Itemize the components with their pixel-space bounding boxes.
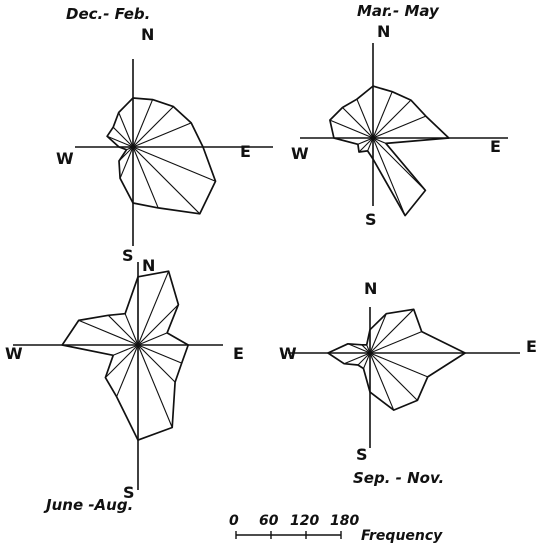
spoke-ssw bbox=[116, 344, 139, 397]
compass-e-label: E bbox=[490, 137, 501, 156]
spoke-ese bbox=[372, 137, 387, 144]
rose-mar-may: N E S W bbox=[291, 22, 508, 229]
compass-w-label: W bbox=[279, 344, 297, 363]
scale-tick-label-180: 180 bbox=[330, 513, 359, 529]
spoke-ne bbox=[369, 308, 415, 354]
spoke-wsw bbox=[112, 344, 139, 356]
spoke-se bbox=[372, 137, 426, 191]
spoke-ene bbox=[372, 115, 427, 139]
spoke-ssw bbox=[362, 352, 371, 369]
spoke-ese bbox=[369, 352, 428, 378]
spoke-sw bbox=[105, 344, 139, 378]
spoke-se bbox=[137, 344, 176, 383]
compass-w-label: W bbox=[56, 149, 74, 168]
title-dec-feb: Dec.- Feb. bbox=[66, 5, 150, 23]
spoke-ne bbox=[137, 304, 179, 346]
spoke-nne bbox=[132, 99, 154, 148]
title-june-aug: June -Aug. bbox=[43, 496, 133, 514]
spoke-nnw bbox=[356, 98, 374, 139]
spoke-ese bbox=[137, 344, 182, 364]
scale-tick-label-120: 120 bbox=[290, 513, 319, 529]
spoke-se bbox=[132, 146, 201, 215]
spoke-sse bbox=[369, 352, 395, 411]
spoke-ne bbox=[132, 106, 174, 148]
spoke-ene bbox=[132, 122, 192, 148]
compass-s-label: S bbox=[365, 210, 377, 229]
spoke-wnw bbox=[106, 135, 134, 148]
spoke-ne bbox=[372, 99, 412, 139]
title-mar-may: Mar.- May bbox=[357, 2, 440, 20]
compass-s-label: S bbox=[122, 246, 134, 265]
spoke-sw bbox=[357, 352, 371, 366]
compass-e-label: E bbox=[240, 142, 251, 161]
spoke-ese bbox=[132, 146, 216, 182]
spoke-wsw bbox=[357, 137, 374, 145]
rose-outline bbox=[61, 270, 190, 441]
compass-e-label: E bbox=[526, 337, 537, 356]
compass-n-label: N bbox=[364, 279, 377, 298]
compass-w-label: W bbox=[5, 344, 23, 363]
compass-s-label: S bbox=[356, 445, 368, 464]
spoke-se bbox=[369, 352, 418, 401]
spoke-nw bbox=[342, 107, 374, 139]
spoke-ssw bbox=[367, 137, 374, 152]
rose-outline bbox=[106, 97, 217, 215]
title-sep-nov: Sep. - Nov. bbox=[353, 469, 444, 487]
rose-spokes bbox=[62, 270, 189, 441]
frequency-scale: 0 60 120 180 Frequency bbox=[229, 513, 443, 544]
rose-spokes bbox=[328, 308, 466, 411]
scale-tick-label-60: 60 bbox=[259, 513, 279, 529]
spoke-nne bbox=[369, 313, 387, 354]
spoke-nw bbox=[112, 126, 134, 148]
scale-axis-label: Frequency bbox=[361, 528, 443, 544]
rose-outline bbox=[327, 308, 466, 411]
spoke-nnw bbox=[124, 313, 139, 346]
spoke-sse bbox=[132, 146, 159, 209]
spoke-sw bbox=[358, 137, 374, 153]
compass-n-label: N bbox=[377, 22, 390, 41]
spoke-wsw bbox=[343, 352, 371, 365]
spoke-wnw bbox=[347, 343, 371, 354]
spoke-wnw bbox=[78, 319, 139, 346]
rose-june-aug: N E S W bbox=[5, 256, 244, 502]
compass-n-label: N bbox=[141, 25, 154, 44]
scale-tick-label-0: 0 bbox=[229, 513, 239, 529]
spoke-wnw bbox=[329, 119, 374, 139]
spoke-ene bbox=[137, 332, 168, 346]
rose-spokes bbox=[329, 86, 449, 216]
spoke-nnw bbox=[118, 112, 134, 148]
spoke-sse bbox=[137, 344, 173, 428]
spoke-nw bbox=[361, 344, 371, 354]
spoke-nne bbox=[137, 270, 170, 346]
compass-s-label: S bbox=[123, 483, 135, 502]
compass-n-label: N bbox=[142, 256, 155, 275]
rose-dec-feb: N E S W bbox=[56, 25, 273, 265]
spoke-ene bbox=[369, 331, 422, 354]
rose-outline bbox=[329, 85, 450, 217]
spoke-nne bbox=[372, 91, 393, 139]
compass-e-label: E bbox=[233, 344, 244, 363]
rose-sep-nov: N E S W bbox=[279, 279, 537, 464]
spoke-ssw bbox=[119, 146, 134, 179]
spoke-nw bbox=[107, 314, 139, 346]
compass-w-label: W bbox=[291, 144, 309, 163]
spoke-sse bbox=[372, 137, 406, 216]
